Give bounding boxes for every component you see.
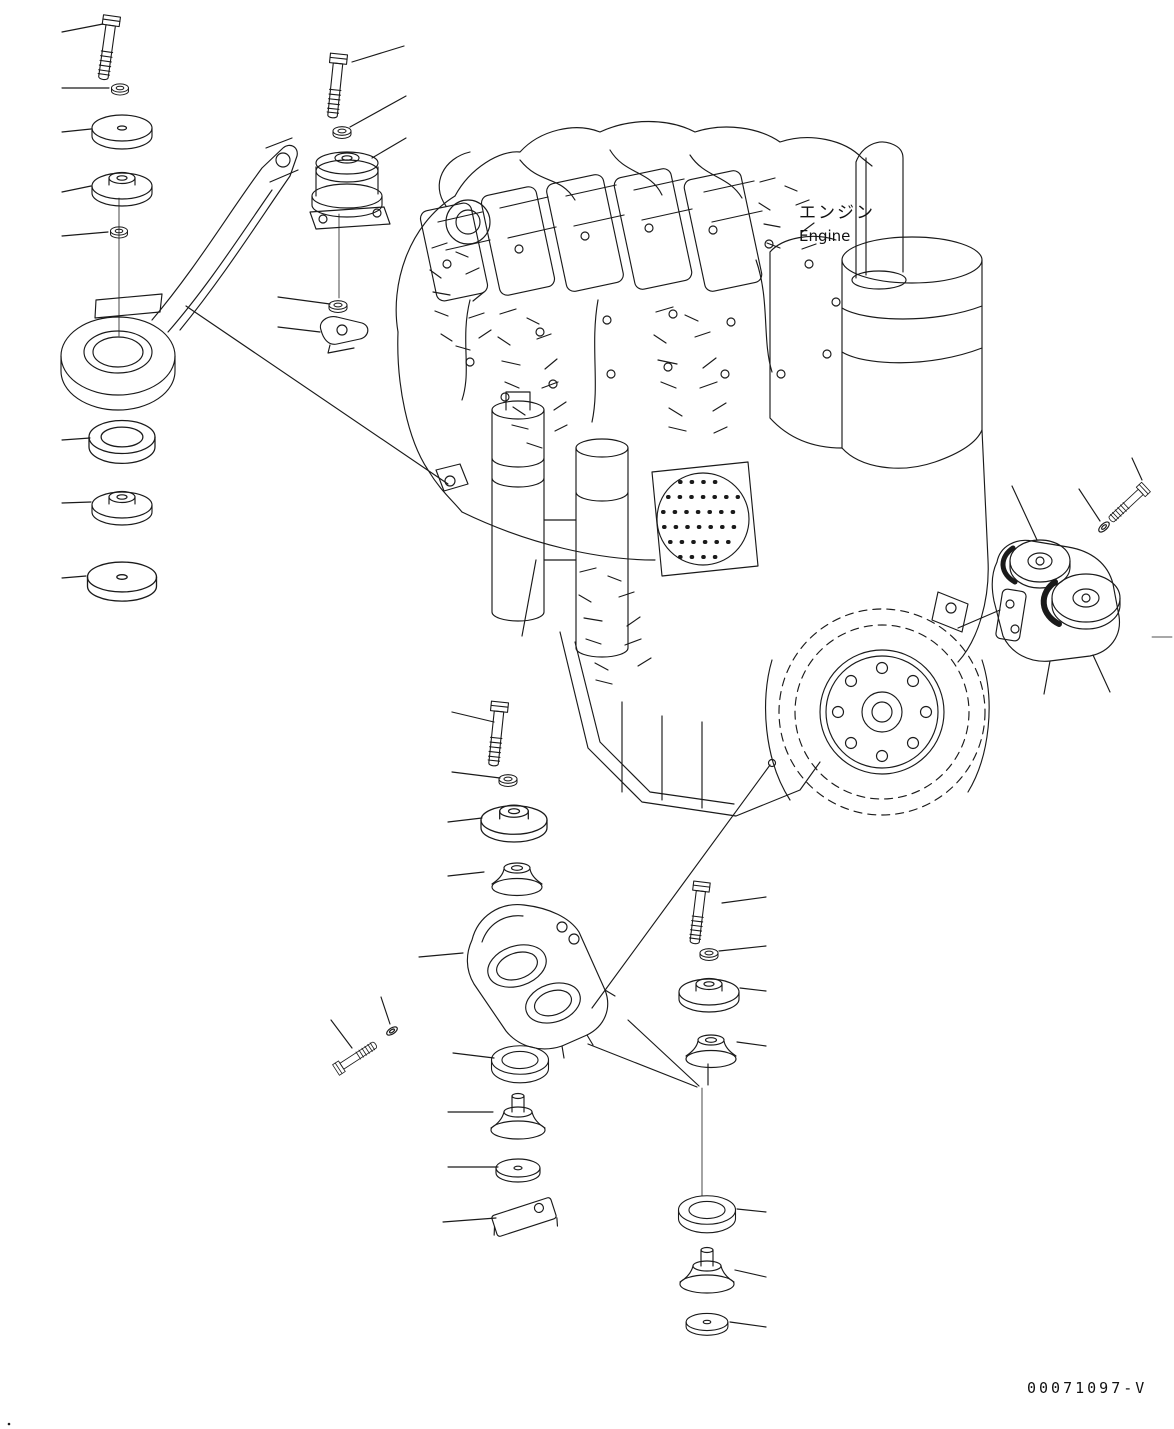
part-stud-cushion-1 bbox=[490, 1092, 546, 1140]
drawing-number: 00071097-V bbox=[1027, 1379, 1147, 1397]
engine-label-english: Engine bbox=[799, 227, 850, 245]
engine-illustration bbox=[395, 121, 990, 817]
part-cushion-disc-2 bbox=[86, 561, 158, 602]
part-washer-disc-1 bbox=[495, 1158, 541, 1183]
part-washer-5 bbox=[498, 774, 518, 787]
part-stud-cushion-2 bbox=[679, 1246, 735, 1294]
part-bolt-2 bbox=[323, 52, 349, 120]
part-washer-4 bbox=[328, 300, 348, 313]
part-washer-3 bbox=[332, 126, 352, 139]
part-bolt-3 bbox=[1105, 481, 1151, 526]
part-bottom-mount-bracket bbox=[466, 904, 616, 1059]
part-right-engine-mount bbox=[991, 539, 1121, 662]
part-mount-cylinder bbox=[309, 151, 391, 299]
part-clamp-plate bbox=[319, 316, 369, 354]
part-cushion-hub-1 bbox=[91, 171, 153, 207]
part-ring-cushion-2 bbox=[490, 1045, 550, 1084]
leader-lines bbox=[7, 23, 1173, 1426]
part-washer-7 bbox=[699, 948, 719, 961]
part-cushion-disc-1 bbox=[91, 114, 153, 150]
part-cushion-hub-2 bbox=[91, 490, 153, 526]
part-engine-mount-bracket-left bbox=[60, 137, 299, 411]
part-lock-pin bbox=[1098, 521, 1110, 533]
part-shim-plate bbox=[491, 1197, 559, 1237]
part-cushion-hub-3 bbox=[480, 804, 548, 843]
part-washer-disc-2 bbox=[685, 1312, 729, 1336]
part-ring-cushion-1 bbox=[88, 419, 156, 465]
part-bolt-6 bbox=[685, 880, 711, 946]
part-washer-1 bbox=[111, 83, 129, 96]
part-cone-cushion-2 bbox=[685, 1034, 737, 1069]
part-bolt-5 bbox=[332, 1038, 380, 1076]
engine-label-japanese: エンジン bbox=[799, 203, 875, 223]
part-cone-cushion-1 bbox=[491, 862, 543, 897]
part-washer-6 bbox=[386, 1026, 398, 1036]
part-bolt-4 bbox=[484, 700, 510, 768]
part-cushion-hub-4 bbox=[678, 977, 740, 1013]
part-ring-cushion-3 bbox=[677, 1195, 737, 1234]
